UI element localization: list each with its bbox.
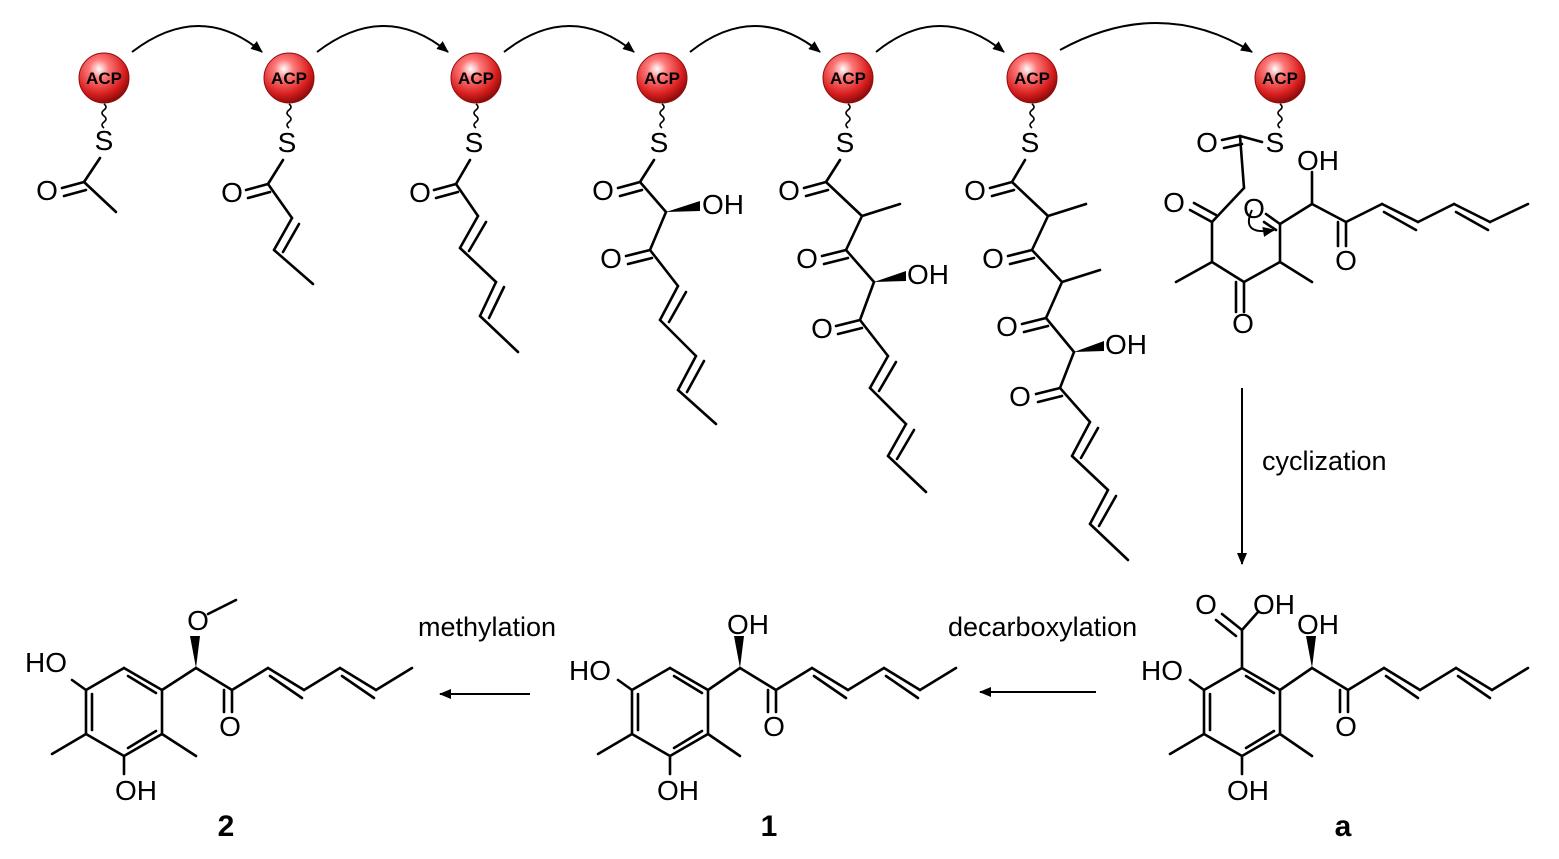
acp-1: ACP [78, 52, 130, 104]
svg-text:O: O [1196, 127, 1218, 158]
acp-6: ACP [1006, 52, 1058, 104]
svg-text:OH: OH [1297, 145, 1339, 176]
svg-text:S: S [278, 127, 297, 158]
svg-text:O: O [796, 243, 818, 274]
svg-text:OH: OH [1297, 609, 1339, 640]
methylation-label: methylation [418, 612, 556, 642]
cyclization-label: cyclization [1262, 446, 1387, 476]
svg-text:O: O [221, 177, 243, 208]
svg-text:O: O [1232, 308, 1254, 339]
methylation-step: methylation [418, 612, 556, 699]
acp-label: ACP [271, 69, 307, 88]
acp-3: ACP [450, 52, 502, 104]
hydroxy-ketoacyl-acp: S O OH O [592, 103, 744, 426]
svg-text:O: O [964, 175, 986, 206]
acp-label: ACP [1262, 69, 1298, 88]
svg-text:O: O [1009, 381, 1031, 412]
acp-label: ACP [86, 69, 122, 88]
svg-text:O: O [1163, 187, 1185, 218]
acp-label: ACP [458, 69, 494, 88]
acp-7: ACP [1254, 52, 1306, 104]
sorbyl-acp: S O [409, 103, 520, 354]
svg-text:O: O [778, 175, 800, 206]
svg-text:O: O [409, 177, 431, 208]
svg-text:OH: OH [115, 775, 157, 806]
acetyl-acp: S O [36, 103, 118, 214]
svg-text:O: O [1335, 711, 1357, 742]
svg-text:OH: OH [907, 259, 949, 290]
svg-text:OH: OH [727, 609, 769, 640]
svg-text:S: S [95, 125, 114, 156]
acp-label: ACP [644, 69, 680, 88]
compound-2-label: 2 [218, 810, 235, 843]
decarboxylation-label: decarboxylation [948, 612, 1137, 642]
acp-5: ACP [822, 52, 874, 104]
svg-text:O: O [1335, 245, 1357, 276]
compound-a-label: a [1335, 810, 1352, 843]
svg-text:S: S [836, 127, 855, 158]
svg-text:HO: HO [25, 647, 67, 678]
svg-text:O: O [219, 711, 241, 742]
cyclization-step: cyclization [1237, 388, 1387, 565]
svg-text:O: O [1195, 589, 1217, 620]
acp-4: ACP [636, 52, 688, 104]
svg-text:O: O [982, 243, 1004, 274]
svg-text:HO: HO [569, 655, 611, 686]
methyl-polyketide-acp-1: S O O OH O [778, 103, 949, 494]
svg-text:HO: HO [1141, 655, 1183, 686]
svg-text:O: O [763, 711, 785, 742]
svg-text:O: O [811, 313, 833, 344]
svg-text:OH: OH [657, 775, 699, 806]
svg-text:S: S [465, 127, 484, 158]
svg-text:O: O [600, 243, 622, 274]
svg-text:S: S [1266, 127, 1285, 158]
acp-2: ACP [263, 52, 315, 104]
acp-label: ACP [830, 69, 866, 88]
svg-text:O: O [996, 311, 1018, 342]
compound-2-structure: HO OH O O 2 [25, 598, 414, 843]
decarboxylation-step: decarboxylation [948, 612, 1137, 697]
svg-text:O: O [1243, 193, 1265, 224]
svg-text:OH: OH [1227, 775, 1269, 806]
compound-1-structure: HO OH OH O 1 [569, 609, 958, 843]
compound-1-label: 1 [761, 810, 778, 843]
svg-text:O: O [187, 605, 209, 636]
acp-label: ACP [1014, 69, 1050, 88]
svg-text:OH: OH [702, 189, 744, 220]
compound-a-structure: O OH HO OH OH O a [1141, 589, 1530, 843]
svg-text:O: O [592, 175, 614, 206]
svg-text:OH: OH [1253, 589, 1295, 620]
chain-extension-arrows [131, 22, 1253, 53]
methyl-polyketide-acp-2: S O O O OH O [964, 103, 1147, 562]
svg-text:O: O [36, 175, 58, 206]
crotonyl-acp: S O [221, 103, 315, 286]
svg-text:S: S [650, 127, 669, 158]
folded-polyketide-acp: S O O O O OH O [1163, 103, 1530, 339]
svg-text:S: S [1021, 127, 1040, 158]
svg-text:OH: OH [1105, 329, 1147, 360]
